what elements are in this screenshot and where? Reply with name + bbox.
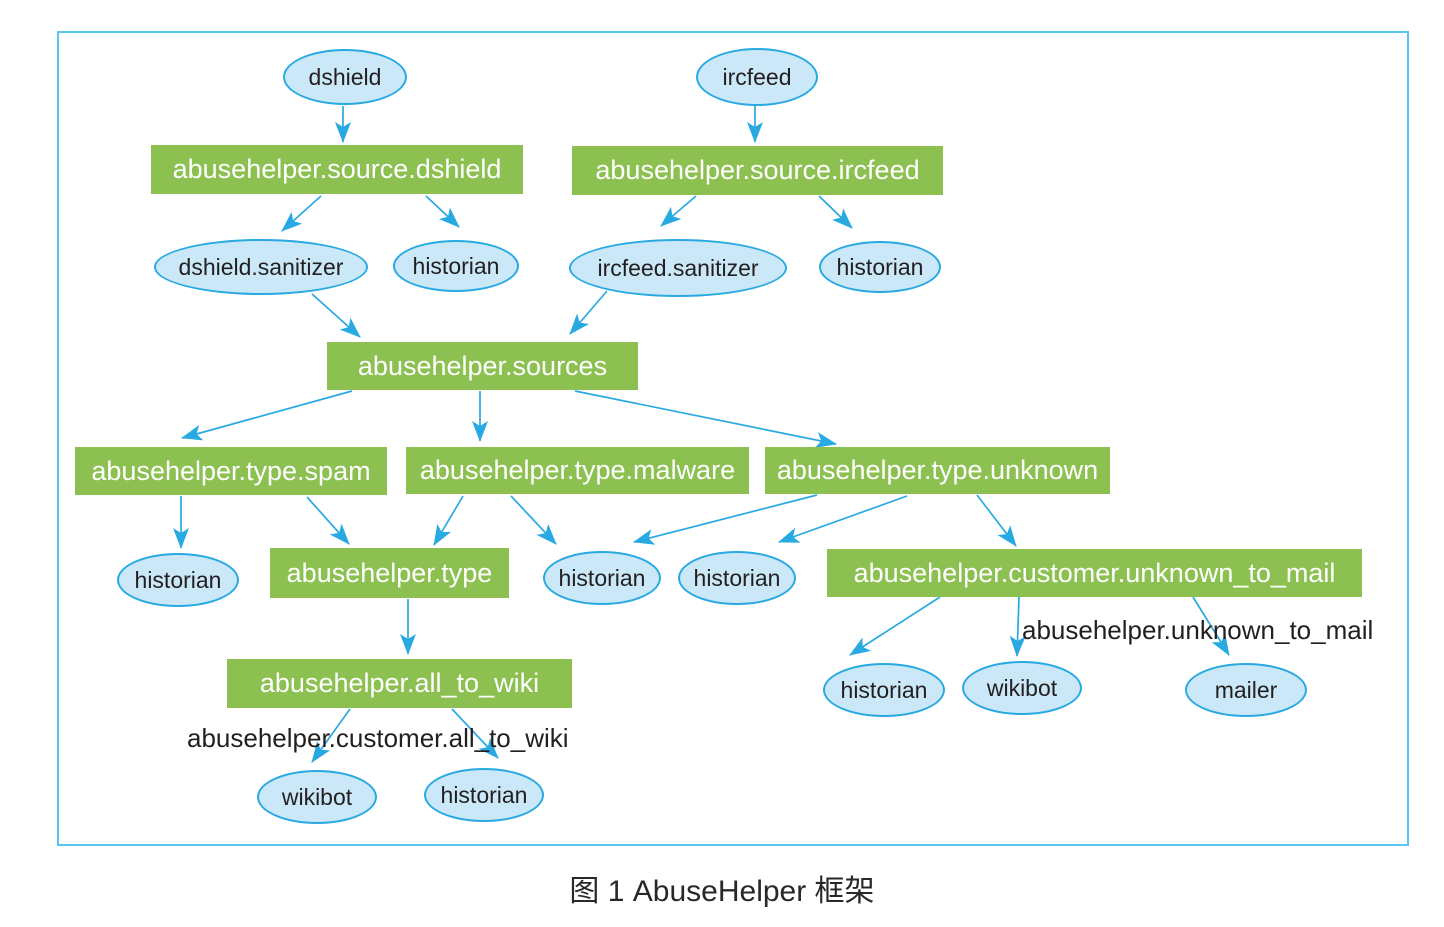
node-all-to-wiki: abusehelper.all_to_wiki xyxy=(227,659,572,708)
node-historian-5: historian xyxy=(678,551,796,605)
node-historian-7: historian xyxy=(424,768,544,822)
arrow-source-ircfeed-to-historian xyxy=(818,195,853,229)
arrow-sources-to-type-unknown xyxy=(574,390,837,448)
node-source-dshield: abusehelper.source.dshield xyxy=(151,145,523,194)
node-customer-unknown-to-mail: abusehelper.customer.unknown_to_mail xyxy=(827,549,1362,597)
node-type-malware: abusehelper.type.malware xyxy=(406,447,749,494)
arrow-all-to-wiki-to-wikibot xyxy=(311,708,351,763)
node-historian-3: historian xyxy=(117,553,239,607)
arrow-all-to-wiki-to-historian xyxy=(451,708,499,759)
node-dshield-sanitizer: dshield.sanitizer xyxy=(154,239,368,295)
node-historian-1: historian xyxy=(393,240,519,292)
arrow-type-unknown-to-historian-b xyxy=(778,495,908,543)
node-dshield: dshield xyxy=(283,49,407,105)
node-mailer: mailer xyxy=(1185,663,1307,717)
label-customer-all-to-wiki: abusehelper.customer.all_to_wiki xyxy=(187,723,569,753)
node-type-spam: abusehelper.type.spam xyxy=(75,447,387,495)
node-sources: abusehelper.sources xyxy=(327,342,638,390)
arrow-type-spam-to-type xyxy=(306,496,350,545)
node-ircfeed: ircfeed xyxy=(696,48,818,106)
node-historian-4: historian xyxy=(543,551,661,605)
node-ircfeed-sanitizer: ircfeed.sanitizer xyxy=(569,239,787,297)
node-wikibot-1: wikibot xyxy=(962,661,1082,715)
node-type: abusehelper.type xyxy=(270,548,509,598)
arrow-source-dshield-to-dshield-sanitizer xyxy=(281,195,322,232)
arrow-source-dshield-to-historian xyxy=(425,195,460,228)
node-wikibot-2: wikibot xyxy=(257,770,377,824)
arrow-customer-unknown-to-mail-to-wikibot xyxy=(1009,596,1026,657)
arrow-dshield-sanitizer-to-sources xyxy=(311,293,361,338)
arrow-type-malware-to-historian xyxy=(510,495,557,545)
arrow-type-malware-to-type xyxy=(433,495,464,546)
arrow-customer-unknown-to-mail-to-historian xyxy=(849,596,941,656)
node-historian-2: historian xyxy=(819,241,941,293)
arrow-source-ircfeed-to-ircfeed-sanitizer xyxy=(660,195,697,227)
arrow-type-unknown-to-customer-unknown-to-mail xyxy=(976,494,1017,547)
arrow-customer-unknown-to-mail-to-mailer xyxy=(1192,596,1230,656)
node-historian-6: historian xyxy=(823,663,945,717)
label-unknown-to-mail: abusehelper.unknown_to_mail xyxy=(1022,615,1374,645)
arrow-type-unknown-to-historian-a xyxy=(633,494,818,545)
node-type-unknown: abusehelper.type.unknown xyxy=(765,447,1110,494)
node-source-ircfeed: abusehelper.source.ircfeed xyxy=(572,146,943,195)
arrow-sources-to-type-spam xyxy=(181,390,353,441)
figure-caption: 图 1 AbuseHelper 框架 xyxy=(569,875,875,908)
arrow-ircfeed-sanitizer-to-sources xyxy=(569,290,608,335)
